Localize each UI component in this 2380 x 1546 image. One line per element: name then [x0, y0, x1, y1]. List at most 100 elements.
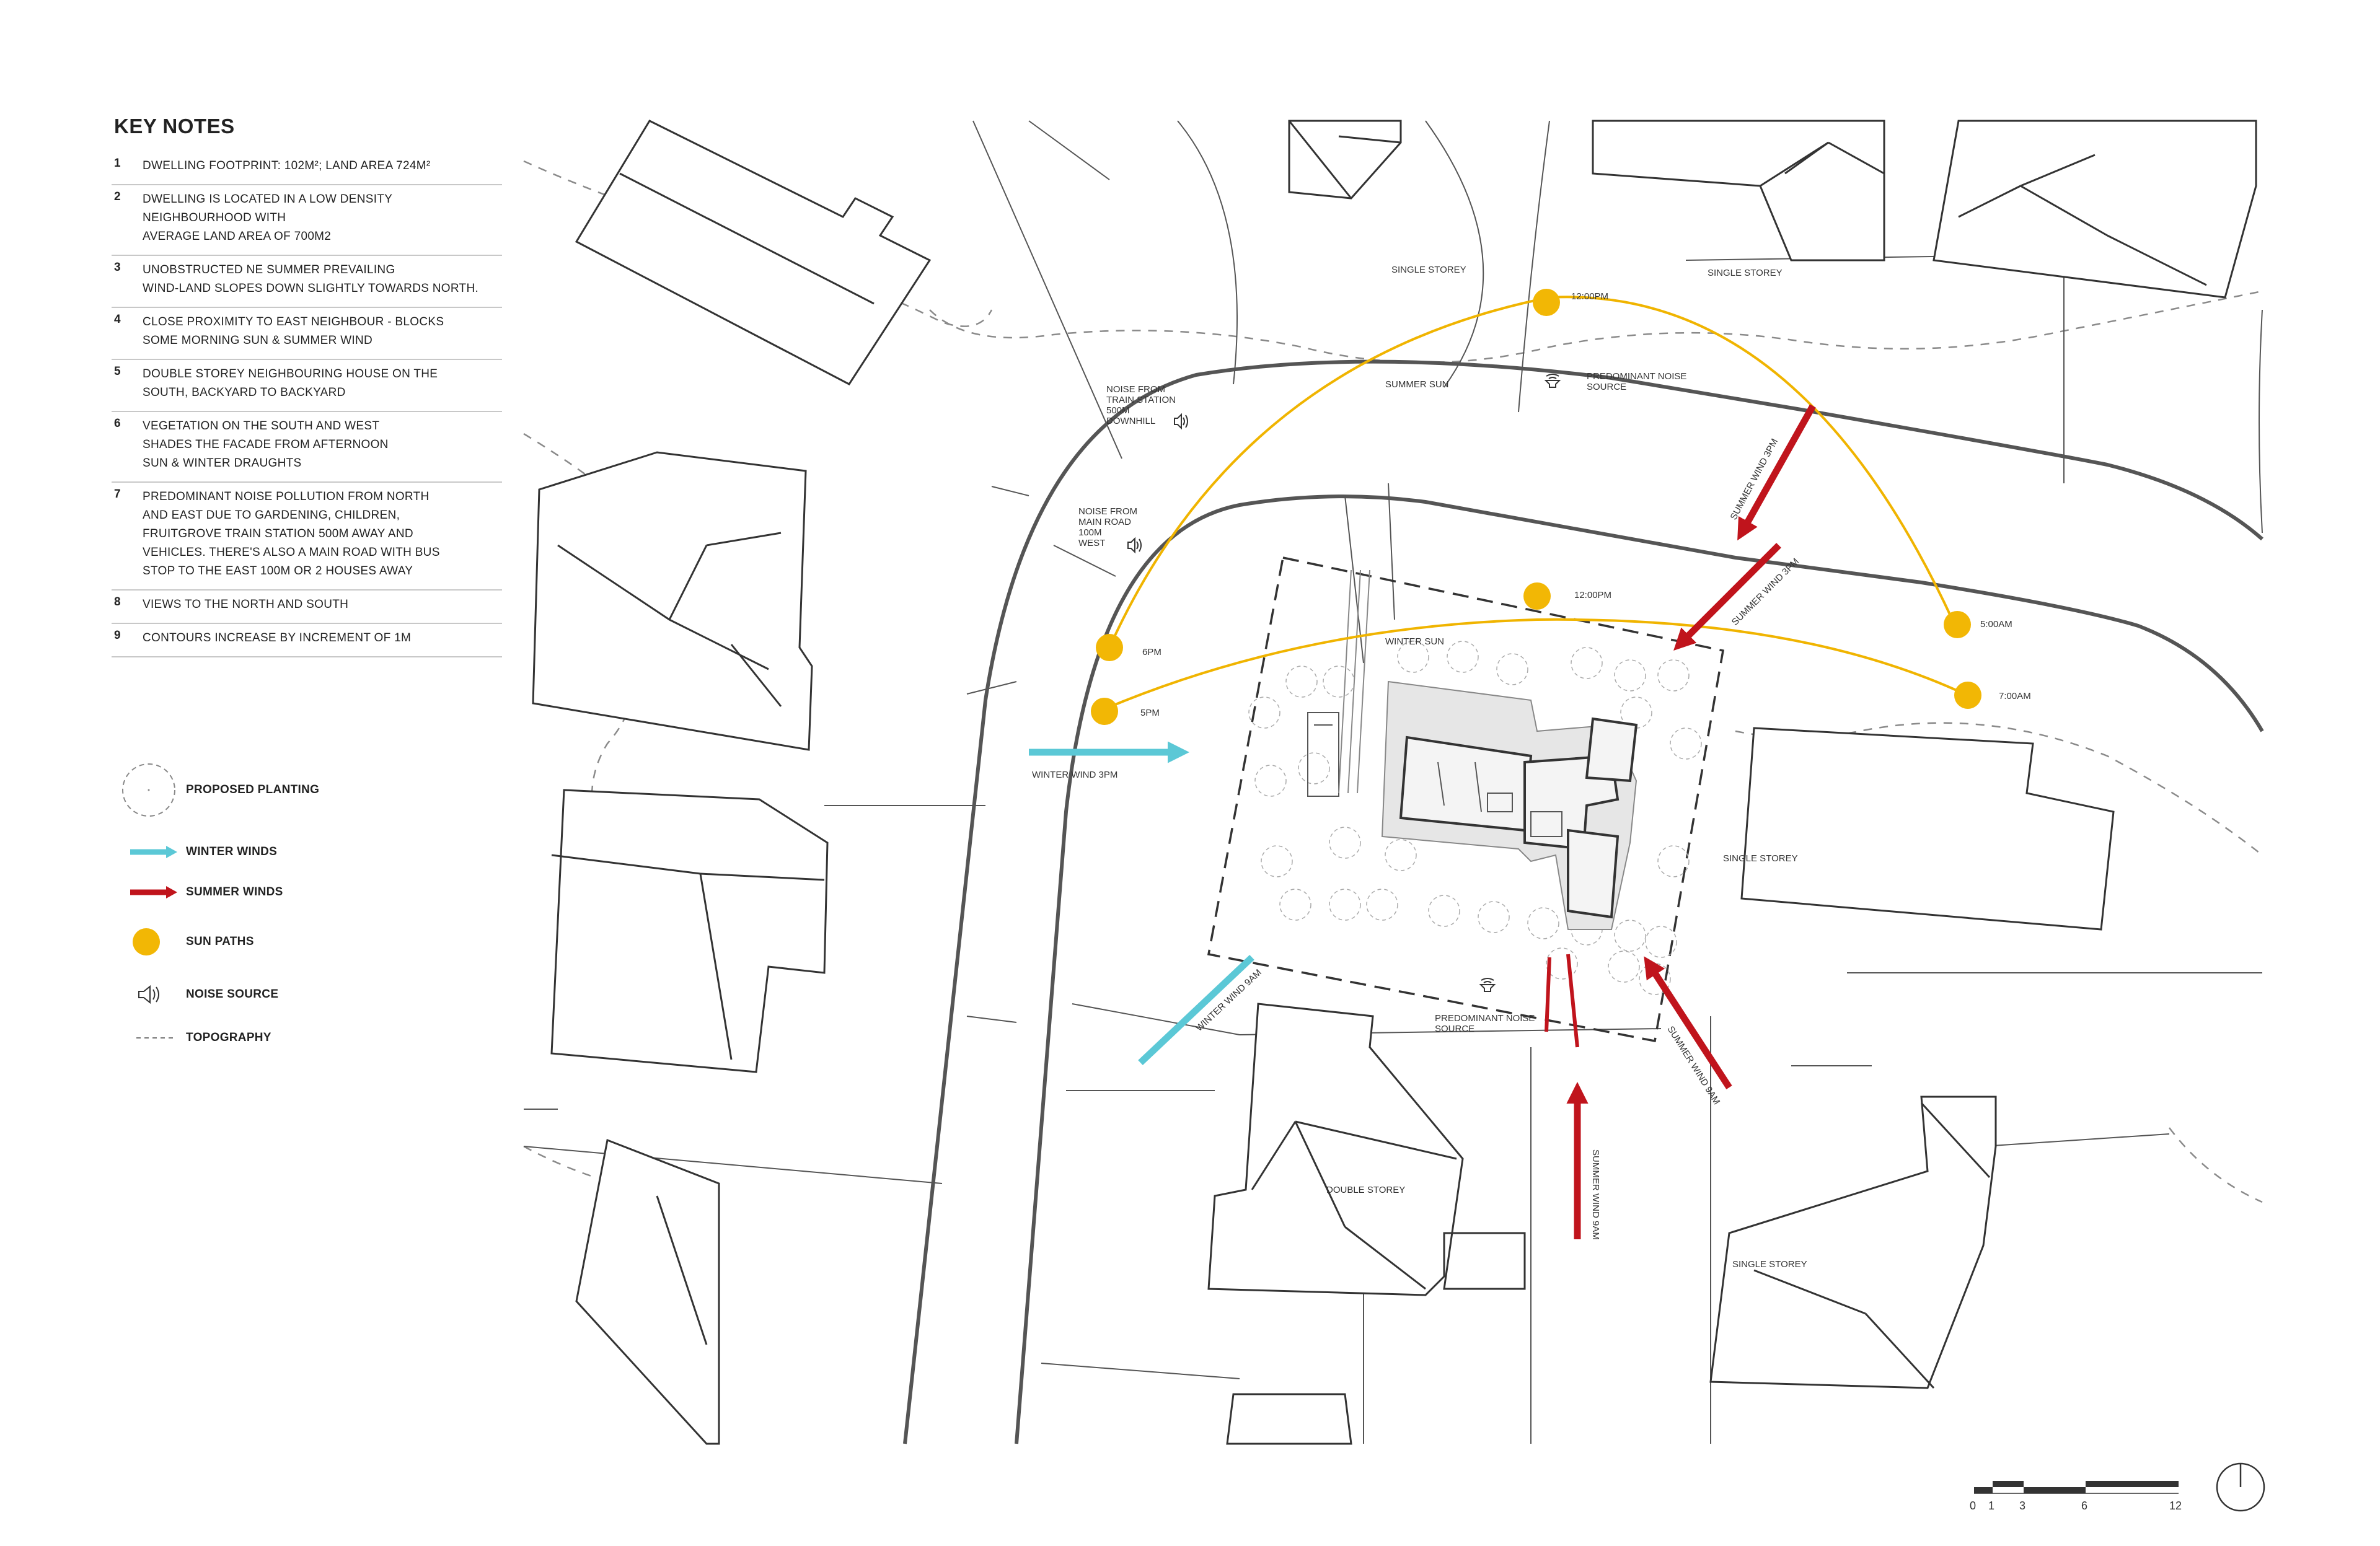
legend-label: SUN PATHS [186, 935, 254, 948]
sun-icon [133, 928, 160, 955]
sun-icon [1533, 289, 1560, 316]
map-label: PREDOMINANT NOISE [1587, 371, 1686, 382]
sun-icon [1523, 582, 1551, 610]
map-label: SUMMER WIND 3PM [1730, 556, 1801, 628]
scale-tick-label: 3 [2019, 1500, 2025, 1512]
key-note-text: CLOSE PROXIMITY TO EAST NEIGHBOUR - BLOC… [143, 315, 444, 347]
map-label: WEST [1078, 538, 1105, 548]
key-note-number: 7 [114, 488, 121, 501]
scale-tick-label: 6 [2081, 1500, 2087, 1512]
sun-icon [1954, 682, 1981, 709]
map-label: DOWNHILL [1106, 416, 1155, 426]
map-label: PREDOMINANT NOISE [1435, 1013, 1535, 1024]
legend-item-winter-winds: WINTER WINDS [112, 833, 277, 871]
map-label: WINTER SUN [1385, 636, 1444, 647]
summer-wind-9am-arrow [1644, 956, 1732, 1089]
map-label: SINGLE STOREY [1708, 268, 1783, 278]
map-label: SUMMER WIND 9AM [1590, 1149, 1601, 1240]
map-label: DOUBLE STOREY [1326, 1185, 1405, 1195]
sun-icon [1091, 698, 1118, 725]
key-note-number: 5 [114, 365, 121, 378]
summer-wind-3pm-arrow [1673, 543, 1781, 651]
road-curbs [903, 359, 2264, 1444]
key-note-number: 9 [114, 629, 121, 642]
legend-label: PROPOSED PLANTING [186, 783, 320, 796]
sun-icon [1096, 634, 1123, 661]
speaker-icon [1174, 413, 1188, 430]
speaker-icon [1127, 537, 1142, 554]
key-note-text: DOUBLE STOREY NEIGHBOURING HOUSE ON THE … [143, 367, 438, 399]
map-label: SINGLE STOREY [1732, 1259, 1807, 1270]
map-label: SUMMER SUN [1385, 379, 1449, 390]
summer-wind-3pm-arrow [1737, 404, 1816, 541]
north-arrow-icon [2216, 1462, 2265, 1512]
key-note-item: 5 DOUBLE STOREY NEIGHBOURING HOUSE ON THE… [112, 360, 502, 412]
planting-circle-icon [122, 763, 175, 817]
map-label: SOURCE [1435, 1024, 1474, 1034]
map-label: NOISE FROM [1078, 506, 1137, 517]
sun-time-label: 12:00PM [1571, 291, 1608, 302]
summer-wind-arrow-icon [130, 886, 177, 898]
map-label: MAIN ROAD [1078, 517, 1131, 527]
scale-bar: 0 1 3 6 12 [1970, 1481, 2182, 1512]
key-note-item: 8 VIEWS TO THE NORTH AND SOUTH [112, 591, 502, 624]
winter-wind-arrow-icon [130, 846, 177, 858]
key-note-text: CONTOURS INCREASE BY INCREMENT OF 1M [143, 631, 412, 644]
legend-item-topography: TOPOGRAPHY [112, 1019, 271, 1056]
noise-sources [1127, 374, 1561, 992]
proposed-planting [1248, 641, 1702, 995]
key-note-item: 4 CLOSE PROXIMITY TO EAST NEIGHBOUR - BLO… [112, 308, 502, 360]
key-notes-title: KEY NOTES [114, 115, 235, 138]
key-note-text: PREDOMINANT NOISE POLLUTION FROM NORTH A… [143, 490, 440, 578]
scale-tick-label: 12 [2169, 1500, 2182, 1512]
winter-sun-path [1103, 618, 1965, 711]
map-label: SOURCE [1587, 382, 1626, 392]
legend-label: SUMMER WINDS [186, 885, 283, 898]
legend-label: WINTER WINDS [186, 845, 278, 858]
map-label: 100M [1078, 527, 1102, 538]
key-note-number: 4 [114, 313, 121, 326]
key-note-text: DWELLING IS LOCATED IN A LOW DENSITY NEI… [143, 193, 393, 243]
key-note-number: 2 [114, 190, 121, 203]
key-note-text: VIEWS TO THE NORTH AND SOUTH [143, 598, 349, 611]
speaker-icon [1479, 978, 1496, 992]
key-note-number: 8 [114, 595, 121, 608]
key-note-item: 9 CONTOURS INCREASE BY INCREMENT OF 1M [112, 624, 502, 657]
legend-item-sun-paths: SUN PATHS [112, 923, 254, 960]
key-note-text: VEGETATION ON THE SOUTH AND WEST SHADES … [143, 419, 389, 470]
key-note-item: 2 DWELLING IS LOCATED IN A LOW DENSITY NE… [112, 185, 502, 256]
legend-item-planting: PROPOSED PLANTING [112, 762, 320, 817]
neighbour-buildings [532, 120, 2257, 1445]
summer-wind-9am-arrow [1566, 954, 1579, 1048]
sun-icon [1944, 611, 1971, 638]
key-note-number: 3 [114, 261, 121, 274]
map-label: WINTER WIND 3PM [1032, 770, 1117, 780]
sun-time-label: 5PM [1140, 708, 1160, 718]
sun-time-label: 6PM [1142, 647, 1161, 657]
speaker-icon [138, 985, 159, 1004]
key-note-item: 7 PREDOMINANT NOISE POLLUTION FROM NORTH … [112, 483, 502, 591]
sun-time-label: 12:00PM [1574, 590, 1611, 600]
map-label: 500M [1106, 405, 1130, 416]
sun-paths [1103, 296, 1965, 711]
sun-time-label: 7:00AM [1999, 691, 2031, 701]
sun-time-label: 5:00AM [1980, 619, 2012, 630]
map-label: SINGLE STOREY [1391, 265, 1466, 275]
key-note-item: 1 DWELLING FOOTPRINT: 102M²; LAND AREA 72… [112, 152, 502, 185]
key-note-number: 1 [114, 157, 121, 170]
legend-item-summer-winds: SUMMER WINDS [112, 874, 283, 911]
wind-arrows [1029, 404, 1816, 1239]
key-notes-panel: KEY NOTES 1 DWELLING FOOTPRINT: 102M²; LA… [112, 115, 502, 657]
key-note-text: DWELLING FOOTPRINT: 102M²; LAND AREA 724… [143, 159, 431, 172]
winter-wind-9am-arrow [1138, 955, 1254, 1065]
proposed-dwelling [1307, 569, 1638, 930]
sun-markers [1091, 289, 1981, 725]
map-label: NOISE FROM [1106, 384, 1165, 395]
map-label: TRAIN STATION [1106, 395, 1176, 405]
legend-label: TOPOGRAPHY [186, 1031, 271, 1044]
summer-wind-9am-arrow [1545, 957, 1551, 1032]
topography-line-icon [136, 1037, 174, 1039]
